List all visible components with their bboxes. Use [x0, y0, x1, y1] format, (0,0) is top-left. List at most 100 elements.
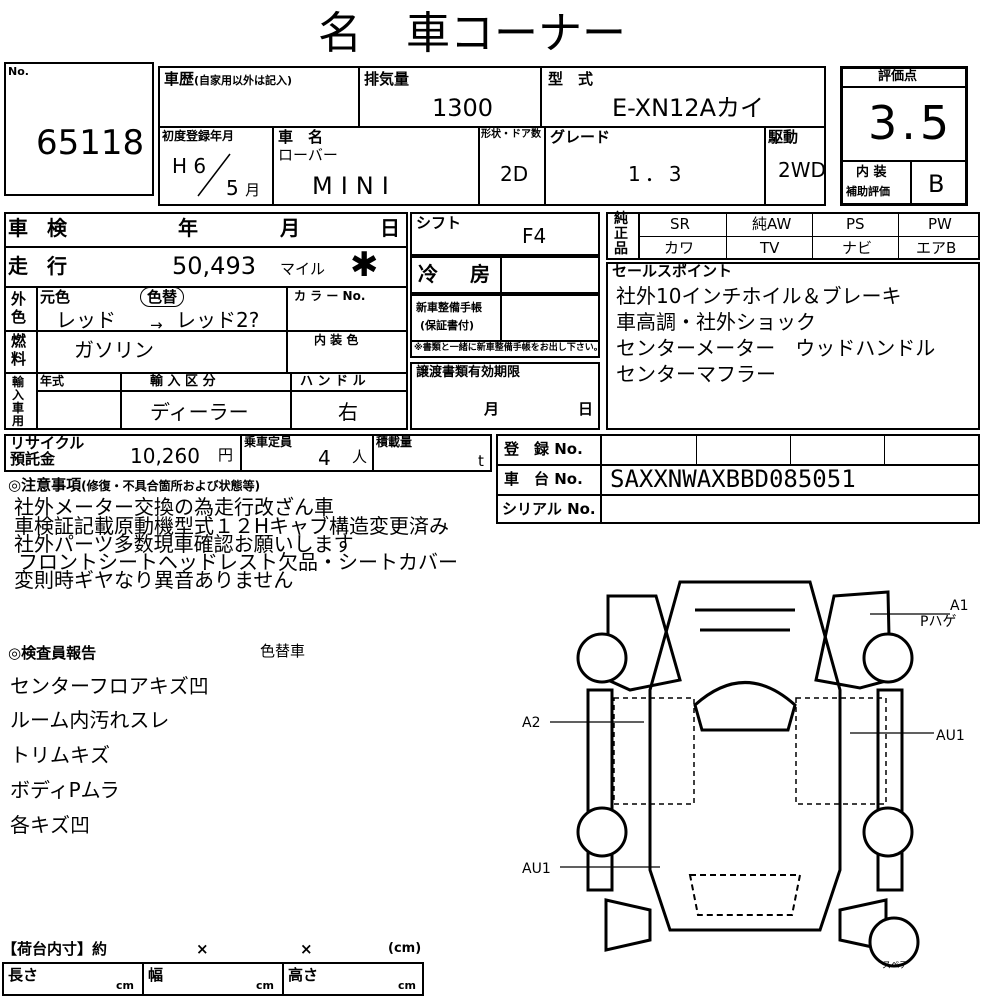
cargo-height-label: 高さ	[288, 966, 319, 984]
diagram-a1: A1	[950, 598, 968, 614]
car-maker: ローバー	[278, 146, 338, 164]
load-unit: t	[478, 452, 484, 470]
maintenance-label-1: 新車整備手帳	[416, 301, 482, 314]
car-name-label: 車 名	[278, 128, 324, 146]
serial-label: シリアル No.	[502, 500, 596, 518]
selling-point-4: センターマフラー	[616, 362, 776, 386]
diagram-a2: A2	[522, 715, 540, 731]
import-side-2: 入	[12, 388, 25, 402]
inspector-line-2: ルーム内汚れスレ	[10, 708, 170, 732]
recycle-unit: 円	[218, 446, 234, 464]
fuel-side-1: 燃	[11, 332, 27, 350]
orig-color-value: レッド	[56, 308, 116, 332]
color-side-1: 外	[11, 290, 27, 308]
option-airbag: エアB	[916, 239, 957, 257]
interior-color-label: 内 装 色	[314, 333, 359, 347]
shift-value: F4	[522, 224, 547, 248]
import-side-3: 車	[12, 401, 25, 415]
fuel-side-2: 料	[11, 350, 27, 368]
diagram-au1-right: AU1	[936, 728, 965, 744]
first-reg-slash	[197, 153, 231, 197]
inspector-label: ◎検査員報告	[8, 644, 97, 662]
selling-point-1: 社外10インチホイル＆ブレーキ	[616, 284, 902, 308]
shaken-label: 車 検	[8, 216, 73, 240]
recycle-value: 10,260	[130, 444, 200, 468]
cargo-table	[2, 962, 424, 996]
notes-label: ◎注意事項(修復・不具合箇所および状態等)	[8, 476, 261, 494]
capacity-value: 4	[318, 446, 331, 470]
shift-box	[410, 212, 600, 256]
maintenance-note: ※書類と一緒に新車整備手帳をお出し下さい。	[414, 343, 603, 353]
option-navi: ナビ	[842, 239, 873, 257]
model-type-label: 型 式	[548, 70, 594, 88]
recycle-label-2: 預託金	[10, 450, 56, 468]
chassis-label: 車 台 No.	[504, 470, 583, 488]
cargo-times-2: ×	[300, 940, 313, 958]
chassis-value: SAXXNWAXBBD085051	[610, 465, 856, 493]
mileage-label: 走 行	[8, 254, 73, 278]
displacement-value: 1300	[432, 94, 494, 122]
selling-points-label: セールスポイント	[612, 262, 733, 280]
inspector-tag: 色替車	[260, 642, 306, 660]
inspector-line-5: 各キズ凹	[10, 813, 90, 837]
registration-label: 登 録 No.	[504, 440, 583, 458]
note-line-5: 変則時ギヤなり異音ありません	[14, 568, 294, 592]
inspector-line-1: センターフロアキズ凹	[10, 674, 209, 698]
option-ps: PS	[846, 215, 865, 233]
note-line-3: 社外パーツ多数現車確認お願いします	[14, 532, 354, 556]
model-type-value: E-XN12Aカイ	[612, 94, 764, 122]
maintenance-box	[410, 294, 600, 358]
shaken-day: 日	[380, 216, 400, 240]
score-value: 3.5	[868, 96, 954, 150]
interior-score-label-2: 補助評価	[846, 185, 890, 198]
lot-box	[4, 62, 154, 196]
import-category-label: 輸 入 区 分	[150, 374, 216, 389]
drive-label: 駆動	[768, 128, 799, 146]
inspector-line-3: トリムキズ	[10, 743, 110, 767]
cargo-times-1: ×	[196, 940, 209, 958]
note-line-4: フロントシートヘッドレスト欠品・シートカバー	[18, 550, 458, 574]
load-label: 積載量	[376, 435, 413, 449]
transfer-box	[410, 362, 600, 430]
grade-label: グレード	[550, 128, 611, 146]
cargo-width-label: 幅	[148, 966, 164, 984]
color-side-2: 色	[11, 308, 27, 326]
first-reg-label: 初度登録年月	[162, 129, 235, 143]
drive-value: 2WD	[778, 158, 826, 182]
cargo-length-label: 長さ	[8, 966, 39, 984]
interior-score-label-1: 内 装	[856, 165, 887, 180]
aircon-label: 冷 房	[418, 262, 496, 286]
import-side-1: 輸	[12, 375, 25, 389]
lot-number: 65118	[36, 123, 145, 163]
first-reg-month: 5 月	[226, 176, 261, 200]
option-sr: SR	[670, 215, 690, 233]
first-reg-era-year: H 6	[172, 154, 207, 178]
option-alloy-wheel: 純AW	[752, 215, 792, 233]
transfer-month: 月	[484, 400, 500, 418]
cargo-length-cm: cm	[116, 979, 134, 992]
color-no-label: カ ラ ー No.	[294, 289, 366, 303]
transfer-label: 譲渡書類有効期限	[416, 365, 521, 380]
options-side-label: 純正品	[614, 211, 628, 257]
handle-value: 右	[338, 400, 358, 424]
mileage-value: 50,493	[172, 252, 256, 280]
cargo-height-cm: cm	[398, 979, 416, 992]
grade-value: 1．3	[628, 162, 686, 186]
option-leather: カワ	[664, 239, 695, 257]
recycle-label-1: リサイクル	[10, 434, 85, 452]
body-door-value: 2D	[500, 162, 529, 186]
capacity-label: 乗車定員	[244, 435, 293, 449]
car-name-value: MINI	[312, 172, 397, 200]
score-box	[840, 66, 968, 206]
page-title: 名 車コーナー	[318, 8, 626, 59]
registration-table	[496, 434, 980, 524]
color-arrow-icon: →	[150, 316, 163, 334]
header-table	[158, 66, 826, 206]
new-color-value: レッド2?	[176, 308, 260, 332]
mileage-asterisk-icon: ✱	[350, 245, 379, 285]
diagram-p-hage: Pハゲ	[920, 614, 956, 630]
cargo-unit: (cm)	[388, 941, 422, 956]
selling-point-3: センターメーター ウッドハンドル	[616, 336, 936, 360]
note-line-1: 社外メーター交換の為走行改ざん車	[14, 495, 334, 519]
car-damage-diagram: A1 Pハゲ A2 AU1 AU1 スペア	[522, 580, 968, 970]
